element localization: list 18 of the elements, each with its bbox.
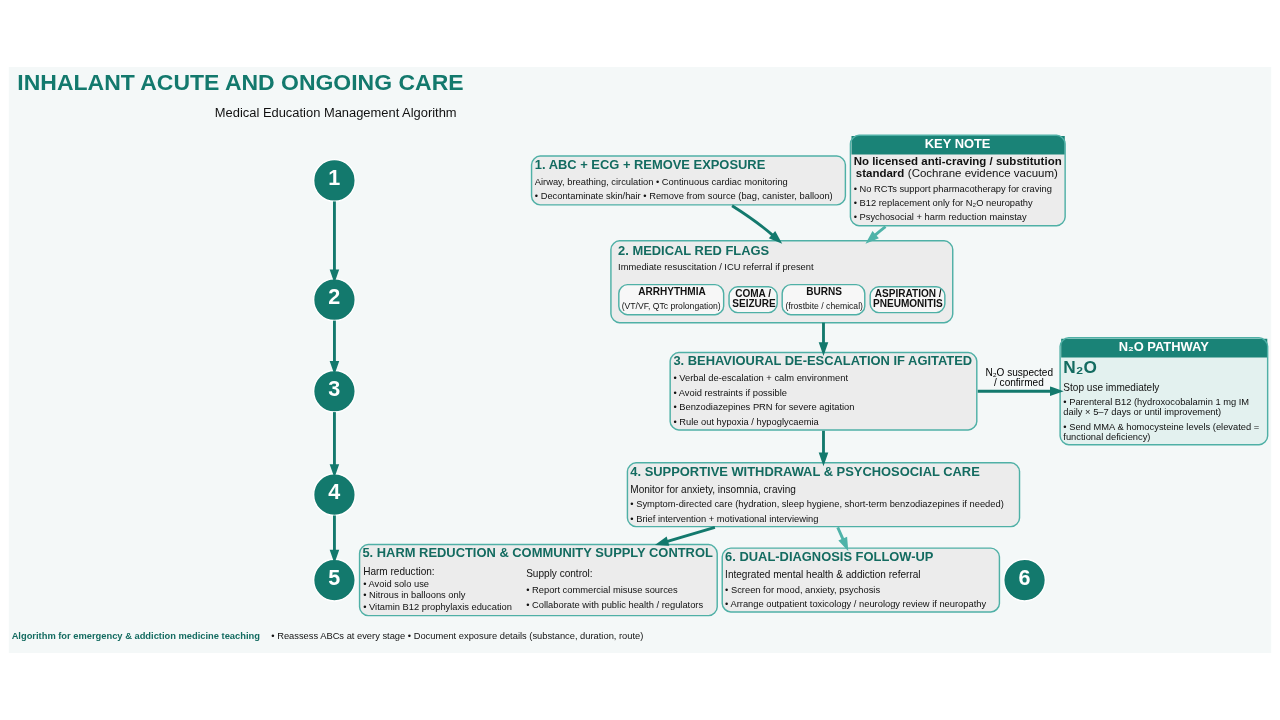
caption: Algorithm for emergency & addiction medicine teaching • Reassess ABCs at every stage • Document exposure details (substance, duration, route): [11, 630, 644, 641]
diagram-title: INHALANT ACUTE AND ONGOING CARE: [17, 69, 464, 96]
arrow: [329, 320, 340, 375]
node-circle: 1: [312, 158, 356, 202]
label: Medical Education Management Algorithm: [214, 104, 457, 120]
arrow: [731, 204, 783, 244]
node-circle: 2: [312, 278, 356, 322]
arrow: [836, 526, 849, 552]
node-circle: 5: [312, 558, 356, 602]
arrow: [329, 412, 340, 478]
node-circle: 4: [312, 473, 356, 517]
node-circle: 3: [312, 369, 356, 413]
edge-label: N₂O suspected / confirmed: [985, 366, 1053, 389]
arrow: [977, 386, 1064, 397]
node-circle: 6: [1003, 558, 1047, 602]
arrow: [329, 515, 340, 564]
arrow: [818, 430, 829, 467]
arrow: [818, 322, 829, 356]
